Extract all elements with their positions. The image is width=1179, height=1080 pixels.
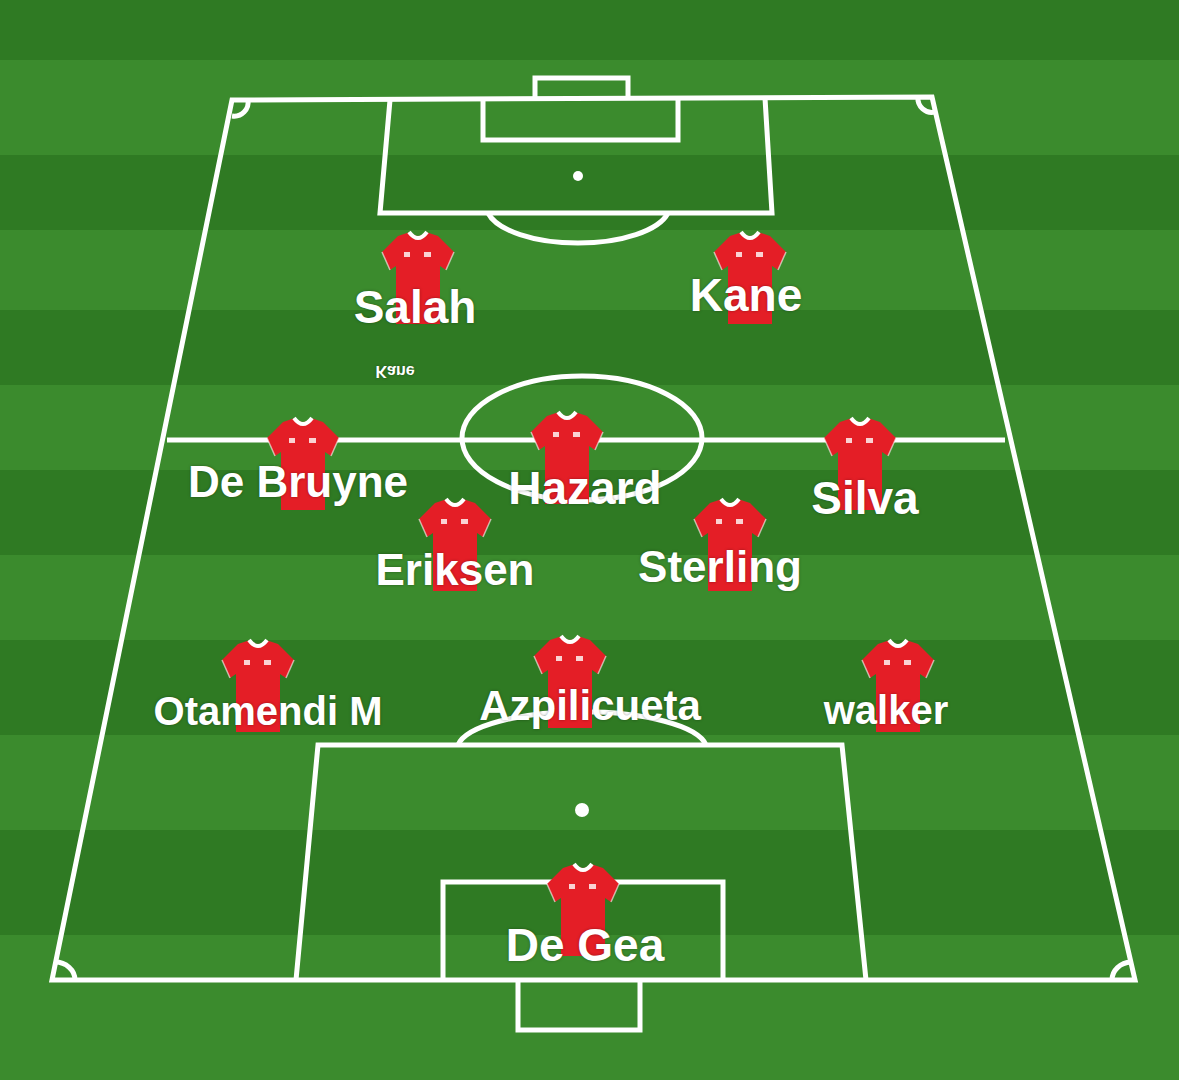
player-name: Hazard	[508, 465, 661, 511]
player-name: walker	[824, 690, 949, 730]
player-name: Otamendi M	[154, 691, 383, 731]
player-name: Salah	[354, 284, 477, 330]
player-name: Kane	[690, 272, 802, 318]
player-shirts	[222, 232, 934, 956]
player-name: Azpilicueta	[479, 685, 701, 727]
penalty-spot	[573, 171, 583, 181]
penalty-spot	[575, 803, 589, 817]
player-name: Eriksen	[376, 548, 535, 592]
player-name: De Bruyne	[188, 460, 408, 504]
player-name: Silva	[811, 475, 918, 521]
pitch-lines	[52, 78, 1135, 1030]
player-name: Sterling	[638, 545, 802, 589]
player-name: De Gea	[506, 922, 665, 968]
mirrored-text: Kane	[375, 363, 414, 379]
